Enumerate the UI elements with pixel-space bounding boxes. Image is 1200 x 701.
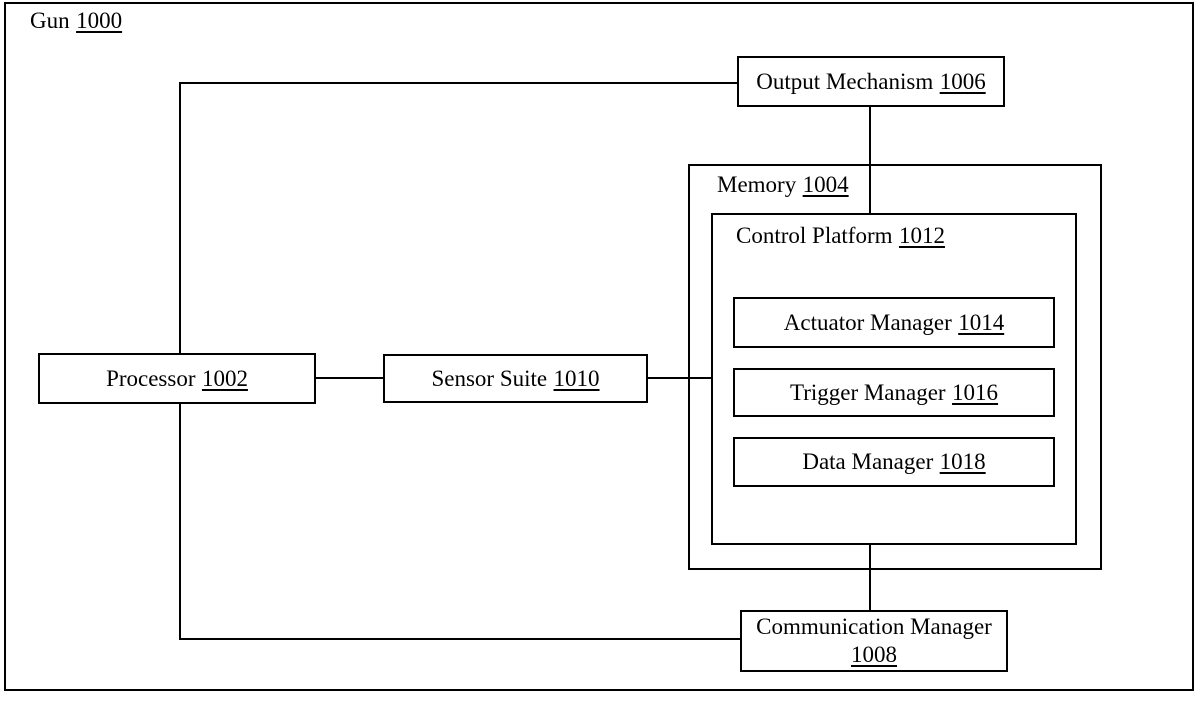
processor-name: Processor xyxy=(106,365,196,391)
memory-ref: 1004 xyxy=(802,172,849,197)
connector-sensor-memory xyxy=(648,377,711,379)
processor-ref: 1002 xyxy=(201,365,248,391)
control-platform-ref: 1012 xyxy=(898,223,945,248)
output-mechanism-ref: 1006 xyxy=(939,68,986,94)
communication-manager-box: Communication Manager 1008 xyxy=(740,610,1008,672)
gun-outer-box xyxy=(4,2,1194,691)
connector-left-vertical-upper xyxy=(179,82,181,353)
actuator-manager-name: Actuator Manager xyxy=(783,309,952,335)
trigger-manager-ref: 1016 xyxy=(952,379,999,405)
communication-manager-name: Communication Manager xyxy=(756,614,992,640)
output-mechanism-name: Output Mechanism xyxy=(756,68,934,94)
gun-title-ref: 1000 xyxy=(76,8,123,33)
connector-left-to-output-horizontal xyxy=(180,82,737,84)
sensor-suite-name: Sensor Suite xyxy=(431,365,548,391)
data-manager-name: Data Manager xyxy=(802,449,934,474)
communication-manager-ref: 1008 xyxy=(851,642,897,667)
control-platform-name: Control Platform xyxy=(736,223,893,248)
connector-left-to-communication-horizontal xyxy=(180,638,740,640)
gun-title-label: Gun xyxy=(30,8,70,33)
connector-processor-sensor xyxy=(316,377,383,379)
connector-output-memory xyxy=(869,107,871,213)
data-manager-ref: 1018 xyxy=(939,449,986,474)
trigger-manager-name: Trigger Manager xyxy=(789,379,946,405)
memory-name: Memory xyxy=(717,172,797,197)
connector-memory-communication xyxy=(869,545,871,610)
connector-left-vertical-lower xyxy=(179,404,181,640)
actuator-manager-ref: 1014 xyxy=(958,309,1005,335)
sensor-suite-ref: 1010 xyxy=(553,365,600,391)
